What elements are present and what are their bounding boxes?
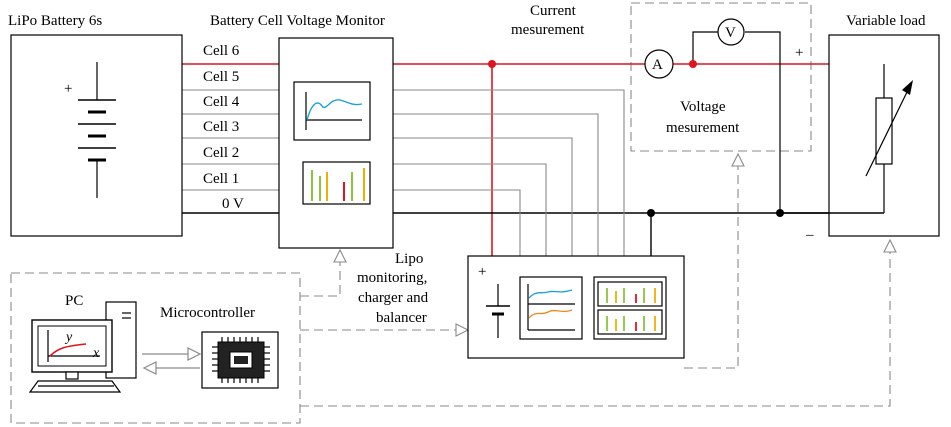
voltage-label-line1: Voltage [680, 99, 726, 115]
axis-y-label: y [64, 330, 73, 345]
mcu-label: Microcontroller [160, 305, 255, 321]
dashed-arrowhead-icon [883, 238, 897, 253]
variable-resistor-icon [865, 64, 913, 213]
battery-plus-sign: + [64, 81, 72, 97]
battery-symbol-icon [78, 62, 116, 198]
balance-wire-cell-3 [393, 137, 573, 256]
voltage-label-line2: mesurement [666, 120, 740, 136]
current-label-line1: Current [530, 3, 577, 19]
signal-lines [300, 152, 897, 407]
monitor-bar-screen [302, 161, 371, 205]
junction-dot [488, 60, 496, 68]
voltage-measurement-region [630, 2, 812, 152]
voltmeter-symbol: V [725, 25, 736, 41]
charger-label-line2: monitoring, [357, 270, 427, 286]
load-minus-sign: – [805, 227, 814, 243]
load-plus-sign: + [795, 45, 803, 61]
monitor-box [278, 37, 394, 249]
cell-1-label: Cell 1 [203, 171, 239, 187]
balance-wire-cell-5 [393, 89, 625, 256]
variable-load-block: Variable load + – [780, 13, 940, 243]
cell-2-label: Cell 2 [203, 145, 239, 161]
monitor-trend-screen [293, 81, 371, 141]
charger-battery-icon [486, 284, 510, 338]
charger-bar-screen-bottom [597, 309, 663, 335]
charge-current-trace [528, 309, 573, 319]
charger-label-line1: Lipo [395, 251, 423, 267]
axis-x-label: x [92, 346, 100, 361]
pc-block: PC y x [28, 293, 137, 393]
lipo-battery-block: LiPo Battery 6s + [8, 13, 183, 237]
junction-dot [647, 209, 655, 217]
balance-wire-cell-1 [393, 189, 521, 256]
voltmeter-lead-right [745, 31, 781, 213]
dashed-arrowhead-icon [333, 248, 347, 263]
cell-voltage-monitor-block: Battery Cell Voltage Monitor [210, 13, 394, 249]
voltmeter-lead-left [692, 31, 718, 64]
ammeter-symbol: A [652, 57, 663, 73]
pc-label: PC [65, 293, 83, 309]
pc-region [10, 272, 301, 424]
cell-4-label: Cell 4 [203, 94, 240, 110]
cell-5-label: Cell 5 [203, 69, 239, 85]
charger-trend-screen [519, 276, 583, 340]
charge-voltage-trace [528, 289, 573, 299]
current-measurement: Current mesurement A [511, 3, 674, 79]
zero-volt-label: 0 V [222, 196, 244, 212]
cell-labels: Cell 6 Cell 5 Cell 4 Cell 3 Cell 2 Cell … [203, 43, 244, 212]
charger-label-line3: charger and [358, 290, 429, 306]
pc-to-monitor-dashed-line [300, 253, 341, 297]
charger-bar-indicators [606, 288, 656, 331]
voltage-trace [306, 99, 363, 121]
dashed-arrowhead-icon [731, 152, 745, 167]
balance-wire-cell-4 [393, 113, 599, 256]
balance-wire-cell-2 [393, 163, 547, 256]
computer-icon [28, 301, 137, 393]
current-label-line2: mesurement [511, 22, 585, 38]
ammeter-icon [644, 49, 674, 79]
load-label: Variable load [846, 13, 926, 29]
junction-dot [689, 60, 697, 68]
monitor-bar-indicators [311, 168, 365, 201]
microcontroller-block: Microcontroller [160, 305, 279, 389]
cell-3-label: Cell 3 [203, 119, 239, 135]
voltage-measurement: V Voltage mesurement [666, 18, 745, 136]
main-bus [393, 31, 829, 256]
bidirectional-arrow-icon [142, 347, 202, 375]
dashed-arrowhead-icon [455, 323, 470, 337]
charger-to-voltage-dashed-line [684, 158, 739, 369]
chip-icon [212, 337, 270, 383]
balance-wires [393, 89, 625, 256]
pc-to-load-dashed-line [300, 243, 891, 407]
voltmeter-icon [717, 18, 745, 46]
monitor-label: Battery Cell Voltage Monitor [210, 13, 385, 29]
charger-plus-sign: + [478, 264, 486, 280]
charger-label-line4: balancer [376, 310, 427, 326]
battery-label: LiPo Battery 6s [8, 13, 102, 29]
cell-6-label: Cell 6 [203, 43, 240, 59]
charger-balancer-block: Lipo monitoring, charger and balancer + [357, 251, 685, 359]
battery-to-monitor-wires [182, 63, 279, 214]
charger-bar-screen-top [597, 281, 663, 307]
